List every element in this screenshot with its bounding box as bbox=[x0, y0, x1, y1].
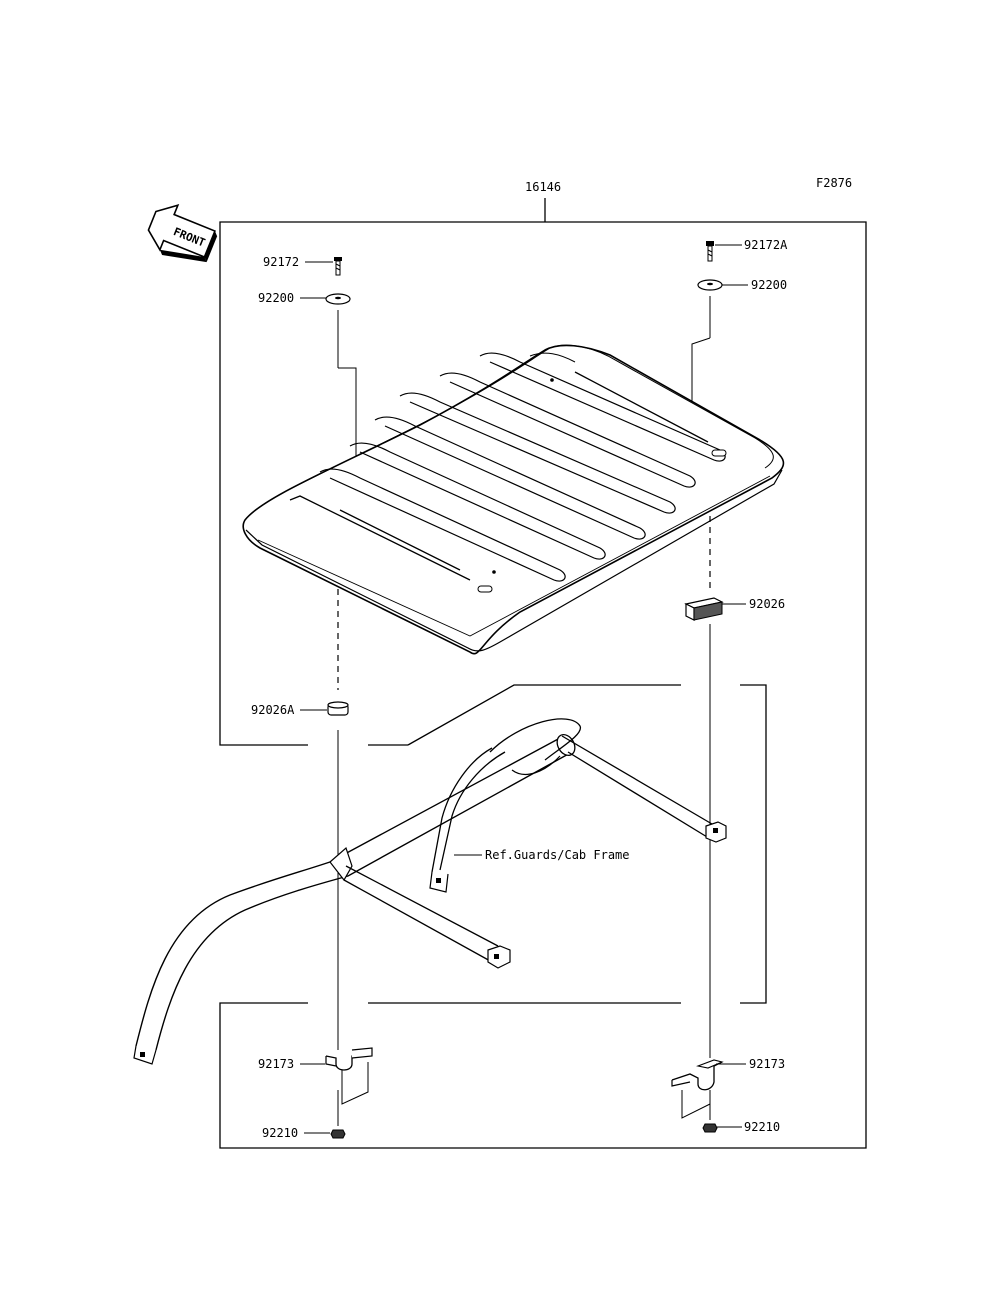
label-nut-left: 92210 bbox=[262, 1126, 298, 1140]
group-boundary-left bbox=[219, 221, 545, 746]
washer-right-icon bbox=[697, 279, 723, 291]
label-spacer-right: 92026 bbox=[749, 597, 785, 611]
figure-code: F2876 bbox=[816, 176, 852, 190]
label-washer-left: 92200 bbox=[258, 291, 294, 305]
reference-note: Ref.Guards/Cab Frame bbox=[485, 848, 630, 862]
nut-left-icon bbox=[330, 1129, 346, 1139]
spacer-right-icon bbox=[684, 597, 724, 621]
label-washer-right: 92200 bbox=[751, 278, 787, 292]
roof-panel bbox=[242, 344, 785, 655]
label-bolt-right: 92172A bbox=[744, 238, 788, 252]
spacer-left-icon bbox=[327, 701, 349, 716]
group-boundary-right bbox=[219, 221, 867, 1149]
front-arrow-icon: FRONT bbox=[147, 204, 218, 263]
group-boundary-diagonal bbox=[407, 684, 681, 746]
label-spacer-left: 92026A bbox=[251, 703, 295, 717]
frame-bracket bbox=[740, 684, 767, 1004]
bolt-left-icon bbox=[334, 257, 342, 276]
washer-left-icon bbox=[325, 293, 351, 305]
cab-frame bbox=[133, 718, 727, 1065]
bracket-left-icon bbox=[325, 1047, 373, 1105]
label-nut-right: 92210 bbox=[744, 1120, 780, 1134]
bracket-right-icon bbox=[671, 1059, 724, 1119]
nut-right-icon bbox=[702, 1123, 718, 1133]
label-bracket-left: 92173 bbox=[258, 1057, 294, 1071]
bolt-right-icon bbox=[706, 241, 714, 262]
label-bolt-left: 92172 bbox=[263, 255, 299, 269]
label-bracket-right: 92173 bbox=[749, 1057, 785, 1071]
assembly-part-number: 16146 bbox=[525, 180, 561, 194]
